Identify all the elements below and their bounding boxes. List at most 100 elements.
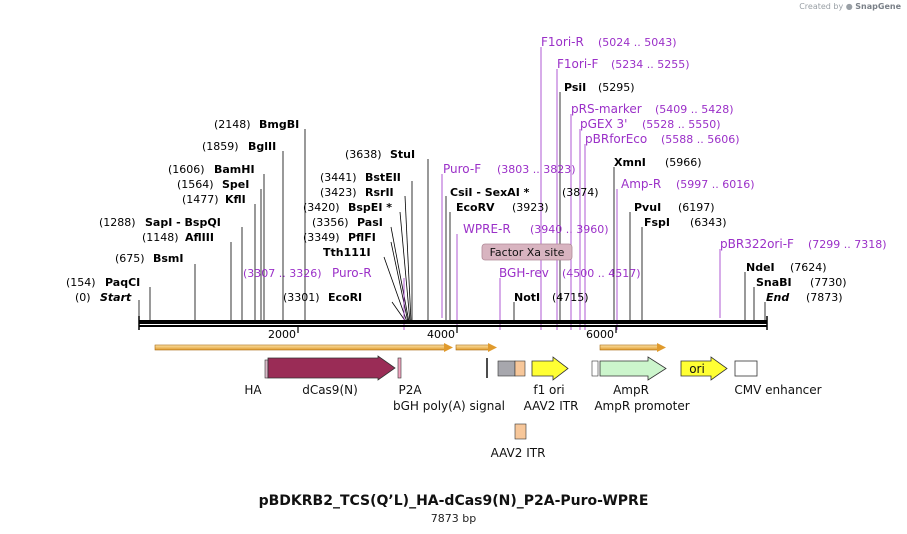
feature-label: HA [244,383,262,397]
feature-label: CMV enhancer [734,383,821,397]
plasmid-title: pBDKRB2_TCS(Q’L)_HA-dCas9(N)_P2A-Puro-WP… [258,493,649,509]
primer-name: Puro-R [332,266,372,280]
primer-labels: F1ori-R (5024 .. 5043) F1ori-F (5234 .. … [243,35,887,280]
enzyme-name: Tth111I [323,246,371,259]
primer-range: (5234 .. 5255) [611,58,690,71]
primer-range: (5588 .. 5606) [661,133,740,146]
enzyme-pos: (1148) [142,231,179,244]
enzyme-pos: (4715) [552,291,589,304]
primer-name: pGEX 3' [580,117,627,131]
primer-name: pRS-marker [571,102,642,116]
enzyme-name: EcoRI [328,291,362,304]
enzyme-name: BglII [248,140,276,153]
feature-label: dCas9(N) [302,383,358,397]
enzyme-pos: (3874) [562,186,599,199]
enzyme-name: PasI [357,216,383,229]
plasmid-length: 7873 bp [430,512,477,525]
enzyme-pos: (3349) [303,231,340,244]
credit-prefix: Created by [799,2,844,11]
enzyme-name: PaqCI [105,276,140,289]
enzyme-name: End [766,291,789,304]
enzyme-name: NdeI [746,261,775,274]
enzyme-labels: (0) Start (154) PaqCI (675) BsmI (1148) … [66,81,847,304]
primer-range: (3803 .. 3823) [497,163,576,176]
enzyme-pos: (7624) [790,261,827,274]
enzyme-name: KflI [225,193,246,206]
enzyme-name: CsiI - SexAI * [450,186,530,199]
primer-name: pBR322ori-F [720,237,794,251]
enzyme-name: BspEI * [348,201,392,214]
enzyme-pos: (0) [75,291,91,304]
primer-range: (5997 .. 6016) [676,178,755,191]
primer-name: BGH-rev [499,266,549,280]
feature-glyphs [264,355,758,440]
primer-range: (7299 .. 7318) [808,238,887,251]
enzyme-name: BstEII [365,171,401,184]
ruler: 2000 4000 6000 [268,327,617,341]
feature-label: AAV2 ITR [524,399,579,413]
enzyme-pos: (3420) [303,201,340,214]
factor-xa-badge: Factor Xa site [481,243,573,261]
enzyme-name: SnaBI [756,276,792,289]
primer-range: (5024 .. 5043) [598,36,677,49]
enzyme-pos: (3423) [320,186,357,199]
feature-labels: HA dCas9(N) P2A bGH poly(A) signal f1 or… [244,362,821,460]
enzyme-pos: (3301) [283,291,320,304]
enzyme-name: Start [100,291,132,304]
enzyme-pos: (3441) [320,171,357,184]
enzyme-pos: (2148) [214,118,251,131]
enzyme-pos: (5295) [598,81,635,94]
enzyme-name: StuI [390,148,415,161]
enzyme-name: NotI [514,291,540,304]
enzyme-name: SpeI [222,178,249,191]
primer-range: (5409 .. 5428) [655,103,734,116]
primer-range: (3307 .. 3326) [243,267,322,280]
enzyme-name: PsiI [564,81,586,94]
enzyme-pos: (3923) [512,201,549,214]
enzyme-pos: (1477) [182,193,219,206]
feature-label: AAV2 ITR [491,446,546,460]
ruler-tick-label: 4000 [427,328,455,341]
primer-name: Puro-F [443,162,481,176]
enzyme-pos: (154) [66,276,96,289]
backbone [138,316,768,330]
feature-label: P2A [398,383,422,397]
snapgene-logo-icon: ● [845,2,853,11]
feature-label: ori [689,362,705,376]
enzyme-pos: (1288) [99,216,136,229]
primer-range: (4500 .. 4517) [562,267,641,280]
primer-name: Amp-R [621,177,661,191]
feature-label: f1 ori [533,383,564,397]
enzyme-pos: (3356) [312,216,349,229]
enzyme-name: FspI [644,216,670,229]
primer-name: pBRforEco [585,132,647,146]
enzyme-lines [138,92,766,323]
enzyme-name: PvuI [634,201,661,214]
feature-label: AmpR promoter [594,399,689,413]
enzyme-name: XmnI [614,156,646,169]
enzyme-name: AflIII [185,231,214,244]
primer-name: WPRE-R [463,222,511,236]
enzyme-pos: (6343) [690,216,727,229]
feature-label: AmpR [613,383,649,397]
factor-xa-label: Factor Xa site [490,246,565,259]
enzyme-name: SapI - BspQI [145,216,221,229]
credit-brand: SnapGene [855,2,901,11]
ruler-tick-label: 2000 [268,328,296,341]
primer-range: (5528 .. 5550) [642,118,721,131]
enzyme-name: BamHI [214,163,255,176]
enzyme-name: RsrII [365,186,394,199]
enzyme-pos: (1859) [202,140,239,153]
feature-label: bGH poly(A) signal [393,399,505,413]
enzyme-name: PflFI [348,231,376,244]
enzyme-name: BsmI [153,252,184,265]
enzyme-pos: (6197) [678,201,715,214]
enzyme-pos: (5966) [665,156,702,169]
ruler-tick-label: 6000 [586,328,614,341]
enzyme-pos: (3638) [345,148,382,161]
enzyme-pos: (7873) [806,291,843,304]
enzyme-pos: (1564) [177,178,214,191]
primer-range: (3940 .. 3960) [530,223,609,236]
enzyme-pos: (675) [115,252,145,265]
